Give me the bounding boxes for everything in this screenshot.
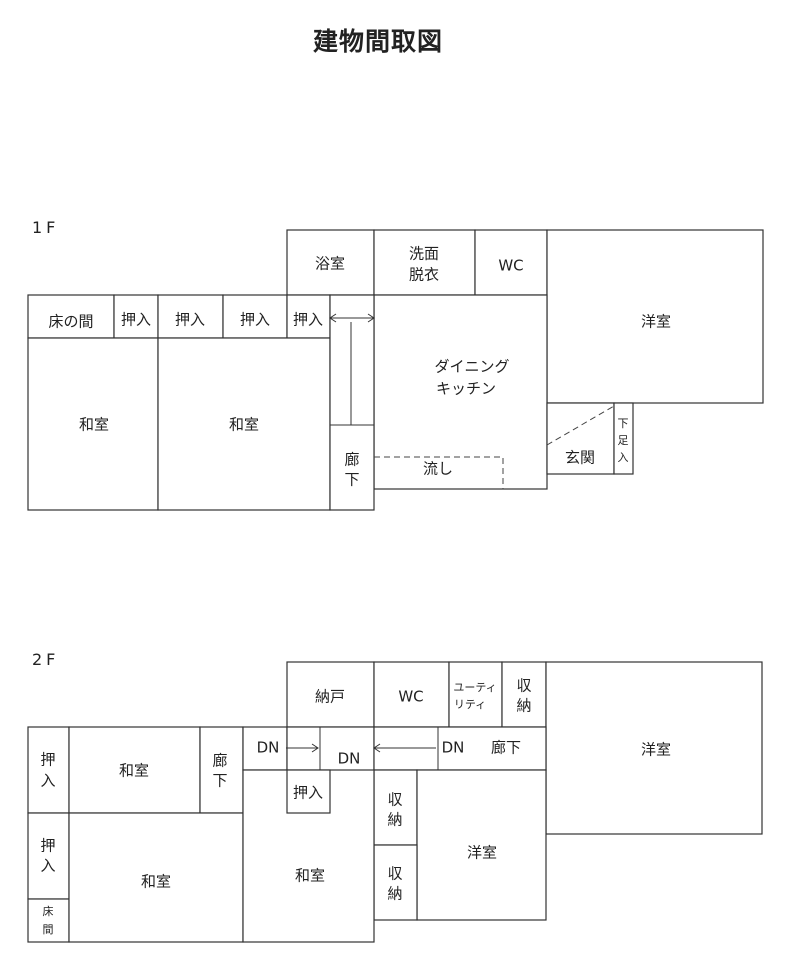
label-2f-storage-c1-1: 収 bbox=[387, 791, 402, 809]
room-closet-left-top bbox=[27, 726, 70, 814]
label-2f-storage-r-2: 納 bbox=[516, 697, 531, 715]
room-japanese-1 bbox=[27, 337, 159, 511]
room-storage-r bbox=[501, 661, 547, 728]
floor-2-plan: 納戸 WC ユーティ リティ 収 納 洋室 押 入 和室 廊 下 DN DN D… bbox=[27, 661, 763, 943]
label-closet-1: 押入 bbox=[121, 311, 151, 329]
floor-1-label: 1F bbox=[32, 218, 60, 237]
label-2f-toko-1: 床 bbox=[43, 904, 54, 918]
floor-2-label: 2F bbox=[32, 650, 60, 669]
room-utility bbox=[448, 661, 503, 728]
label-2f-western-1: 洋室 bbox=[641, 741, 671, 759]
room-western-1 bbox=[545, 661, 763, 835]
room-storage-c2 bbox=[373, 844, 418, 921]
room-closet-center bbox=[286, 769, 331, 814]
label-2f-wc: WC bbox=[398, 688, 423, 706]
label-2f-corridor-l-2: 下 bbox=[212, 772, 227, 790]
label-2f-corridor-r: 廊下 bbox=[491, 739, 521, 757]
label-2f-storage-c2-1: 収 bbox=[387, 865, 402, 883]
room-closet-left-bottom bbox=[27, 812, 70, 900]
floor-1-plan: 浴室 洗面 脱衣 WC 洋室 床の間 押入 押入 押入 押入 ダイニング キッチ… bbox=[27, 229, 764, 511]
label-entrance: 玄関 bbox=[565, 449, 595, 467]
label-2f-closet-l2-1: 押 bbox=[40, 837, 55, 855]
area-dn-1 bbox=[242, 726, 288, 771]
label-2f-storage-c1-2: 納 bbox=[387, 811, 402, 829]
label-2f-closet-l-2: 入 bbox=[40, 772, 55, 790]
label-closet-2: 押入 bbox=[175, 311, 205, 329]
room-corridor-left bbox=[199, 726, 244, 814]
label-bath: 浴室 bbox=[315, 255, 345, 273]
label-sink: 流し bbox=[423, 460, 453, 478]
room-wc-2f bbox=[373, 661, 450, 728]
sink-outline bbox=[374, 456, 504, 489]
label-japanese-1: 和室 bbox=[79, 416, 109, 434]
label-closet-3: 押入 bbox=[240, 311, 270, 329]
room-tokonoma-2f bbox=[27, 898, 70, 943]
room-japanese-2 bbox=[157, 337, 331, 511]
label-2f-japanese-bottom: 和室 bbox=[141, 873, 171, 891]
label-2f-dn-3: DN bbox=[442, 739, 465, 757]
label-corridor-1: 廊 bbox=[344, 451, 359, 469]
label-2f-dn-1: DN bbox=[257, 739, 280, 757]
room-japanese-top bbox=[68, 726, 201, 814]
label-shoe-3: 入 bbox=[618, 451, 629, 464]
label-2f-utility-1: ユーティ bbox=[453, 681, 496, 694]
label-2f-closet-l-1: 押 bbox=[40, 751, 55, 769]
room-bath bbox=[286, 229, 375, 296]
label-2f-japanese-top: 和室 bbox=[119, 762, 149, 780]
label-closet-4: 押入 bbox=[293, 311, 323, 329]
room-wc bbox=[474, 229, 548, 296]
label-shoe-2: 足 bbox=[618, 434, 629, 447]
label-2f-dn-2: DN bbox=[338, 750, 361, 768]
label-2f-corridor-l-1: 廊 bbox=[212, 752, 227, 770]
label-dining-1: ダイニング bbox=[434, 358, 509, 376]
label-2f-closet-l2-2: 入 bbox=[40, 857, 55, 875]
room-japanese-bottom bbox=[68, 812, 244, 943]
room-shoe-closet bbox=[613, 402, 634, 475]
room-western bbox=[546, 229, 764, 404]
label-2f-japanese-center: 和室 bbox=[295, 867, 325, 885]
label-dining-2: キッチン bbox=[436, 380, 496, 398]
label-2f-storage-c2-2: 納 bbox=[387, 885, 402, 903]
label-2f-storage: 納戸 bbox=[315, 688, 345, 706]
label-wc: WC bbox=[498, 257, 523, 275]
label-2f-utility-2: リティ bbox=[454, 698, 486, 711]
room-dining-kitchen bbox=[373, 294, 548, 490]
room-storage bbox=[286, 661, 375, 728]
label-tokonoma: 床の間 bbox=[48, 313, 93, 331]
label-2f-closet-c: 押入 bbox=[293, 784, 323, 802]
page-title: 建物間取図 bbox=[312, 27, 443, 56]
label-shoe-1: 下 bbox=[618, 417, 629, 430]
label-japanese-2: 和室 bbox=[229, 416, 259, 434]
label-western: 洋室 bbox=[641, 313, 671, 331]
room-closet-2 bbox=[157, 294, 224, 339]
room-corridor bbox=[329, 294, 375, 511]
label-washroom-1: 洗面 bbox=[409, 245, 439, 263]
room-washroom bbox=[373, 229, 476, 296]
label-washroom-2: 脱衣 bbox=[409, 266, 439, 284]
label-corridor-2: 下 bbox=[344, 471, 359, 489]
room-closet-1 bbox=[113, 294, 159, 339]
label-2f-toko-2: 間 bbox=[43, 923, 54, 936]
label-2f-storage-r-1: 収 bbox=[516, 677, 531, 695]
label-2f-western-2: 洋室 bbox=[467, 844, 497, 862]
